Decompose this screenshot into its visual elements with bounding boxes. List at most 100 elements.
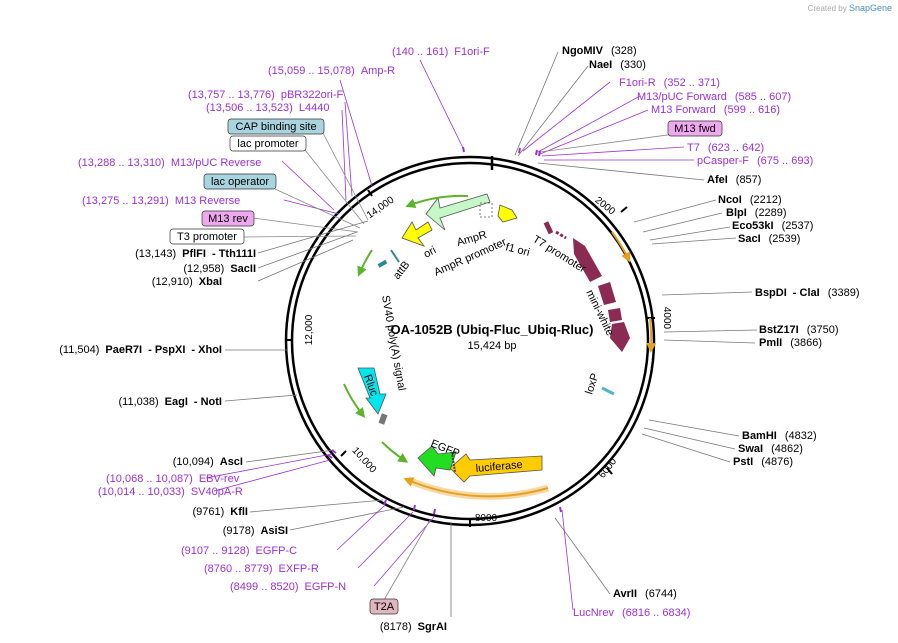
ampr-promoter-box	[479, 202, 493, 218]
ampr-arrow[interactable]	[425, 193, 491, 231]
plasmid-length: 15,424 bp	[468, 340, 517, 352]
feature-label-f1-ori: f1 ori	[504, 241, 531, 259]
enzyme-psti[interactable]: PstI(4876)	[733, 456, 793, 468]
primer-t7[interactable]: T7(623 .. 642)	[687, 142, 764, 154]
boxed-features: CAP binding site lac promoter lac operat…	[169, 118, 723, 615]
attb-marker	[377, 259, 388, 268]
feature-label-attb: attB	[391, 259, 413, 282]
egfp-arrow[interactable]	[417, 445, 457, 477]
box-lac-promoter[interactable]	[229, 135, 307, 152]
primer-l4440[interactable]: (13,506 .. 13,523)L4440	[206, 102, 329, 114]
primer-f1ori-f[interactable]: (140 .. 161)F1ori-F	[392, 46, 490, 58]
enzyme-asisi[interactable]: (9178)AsiSI	[223, 525, 288, 537]
box-lac-operator[interactable]	[203, 173, 277, 190]
mini-white-segment-2[interactable]	[598, 282, 616, 305]
rluc-end-marker	[378, 413, 388, 425]
primer-exfp-r[interactable]: (8760 .. 8779)EXFP-R	[204, 563, 319, 575]
box-m13-rev-label: M13 rev	[208, 213, 248, 225]
mini-white-segment-1[interactable]	[573, 238, 602, 282]
feature-label-luciferase: luciferase	[475, 459, 523, 475]
enzyme-sgrai[interactable]: (8178)SgrAI	[380, 621, 447, 633]
orf-arrow-left-4	[381, 441, 409, 463]
enzyme-paer7i-pspxi-xhoi[interactable]: (11,504)PaeR7I- PspXI- XhoI	[59, 344, 222, 356]
primer-leaders	[205, 59, 694, 611]
box-lac-operator-label: lac operator	[211, 176, 269, 188]
enzyme-pmli[interactable]: PmlI(3866)	[759, 337, 822, 349]
feature-label-rluc: Rluc	[361, 373, 380, 398]
enzyme-saci[interactable]: SacI(2539)	[738, 233, 800, 245]
plasmid-name: OA-1052B (Ubiq-Fluc_Ubiq-Rluc)	[391, 322, 594, 337]
primer-marks	[327, 146, 562, 515]
enzyme-eco53ki[interactable]: Eco53kI(2537)	[732, 220, 813, 232]
t2a-marker	[451, 451, 456, 473]
enzyme-kfli[interactable]: (9761)KflI	[192, 506, 248, 518]
feature-label-sv40: SV40 poly(A) signal	[379, 294, 408, 391]
box-cap-binding-site-label: CAP binding site	[235, 121, 316, 133]
loxp-marker	[601, 386, 615, 396]
f1-ori-arrow[interactable]	[497, 204, 518, 223]
enzyme-avrii[interactable]: AvrII(6744)	[613, 588, 677, 600]
ori-arrow[interactable]	[401, 221, 433, 247]
tick-label-14000: 14,000	[365, 194, 397, 221]
rluc-arrow[interactable]	[357, 367, 387, 415]
snapgene-logo: SnapGene	[848, 3, 892, 13]
orf-arrow-right-2	[646, 317, 657, 353]
tick-label-6000: 6000	[597, 456, 620, 481]
primer-f1ori-r[interactable]: F1ori-R(352 .. 371)	[619, 77, 720, 89]
orf-arrow-bottom-line	[403, 477, 549, 498]
primer-ebv-rev[interactable]: (10,068 .. 10,087)EBV-rev	[106, 473, 240, 485]
primer-egfp-n[interactable]: (8499 .. 8520)EGFP-N	[230, 581, 346, 593]
primer-pcasper-f[interactable]: pCasper-F(675 .. 693)	[697, 155, 813, 167]
enzyme-swai[interactable]: SwaI(4862)	[738, 443, 803, 455]
box-t2a-label: T2A	[374, 601, 395, 613]
enzyme-bspdi-clai[interactable]: BspDI- ClaI(3389)	[755, 287, 860, 299]
tick-label-10000: 10,000	[350, 445, 379, 475]
box-m13-rev[interactable]	[201, 210, 255, 227]
tick-label-8000: 8000	[475, 513, 498, 524]
enzyme-blpi[interactable]: BlpI(2289)	[726, 207, 787, 219]
primer-lucnrev[interactable]: LucNrev(6816 .. 6834)	[573, 607, 690, 619]
mini-white-segment-3[interactable]	[608, 308, 622, 322]
enzyme-afei[interactable]: AfeI(857)	[707, 174, 761, 186]
enzyme-asci[interactable]: (10,094)AscI	[173, 456, 243, 468]
t7-promoter-dash	[555, 230, 567, 240]
enzyme-eagi-noti[interactable]: (11,038)EagI- NotI	[118, 396, 222, 408]
primer-amp-r[interactable]: (15,059 .. 15,078)Amp-R	[268, 65, 395, 77]
feature-label-loxp: loxP	[583, 372, 601, 396]
box-cap-binding-site[interactable]	[227, 118, 325, 135]
primer-m13puc-forward[interactable]: M13/pUC Forward(585 .. 607)	[637, 91, 791, 103]
enzyme-pflfi-tth111i[interactable]: (13,143)PflFI- Tth111I	[135, 248, 256, 260]
box-t2a[interactable]	[369, 598, 399, 615]
primer-egfp-c[interactable]: (9107 .. 9128)EGFP-C	[181, 545, 297, 557]
t7-promoter-marker	[543, 221, 554, 235]
enzyme-xbai[interactable]: (12,910)XbaI	[152, 276, 222, 288]
enzyme-sacii[interactable]: (12,958)SacII	[183, 263, 256, 275]
enzyme-ngomiv[interactable]: NgoMIV(328)	[562, 45, 637, 57]
box-lac-promoter-label: lac promoter	[237, 138, 298, 150]
primer-m13-reverse[interactable]: (13,275 .. 13,291)M13 Reverse	[82, 195, 240, 207]
orf-arrow-left-3	[343, 383, 366, 418]
box-m13-fwd-label: M13 fwd	[674, 123, 716, 135]
tick-label-12000: 12,000	[304, 314, 315, 345]
snapgene-credit: Created by SnapGene	[807, 3, 892, 13]
tick-label-4000: 4000	[661, 307, 672, 330]
box-t3-promoter-label: T3 promoter	[177, 231, 237, 243]
enzyme-bstz17i[interactable]: BstZ17I(3750)	[759, 324, 839, 336]
enzyme-ncoi[interactable]: NcoI(2212)	[718, 194, 782, 206]
primer-m13puc-reverse[interactable]: (13,288 .. 13,310)M13/pUC Reverse	[78, 157, 261, 169]
primer-sv40pa-r[interactable]: (10,014 .. 10,033)SV40pA-R	[98, 486, 243, 498]
enzyme-naei[interactable]: NaeI(330)	[589, 59, 646, 71]
orf-arrow-left-2	[357, 249, 373, 277]
tick-marks	[285, 189, 655, 527]
luciferase-arrow[interactable]	[449, 453, 543, 483]
orf-arrow-left-1	[405, 194, 469, 208]
enzyme-bamhi[interactable]: BamHI(4832)	[742, 430, 817, 442]
orf-arrow-right-1	[611, 231, 631, 263]
mini-white-arrow[interactable]	[610, 322, 630, 352]
primer-pbr322ori-f[interactable]: (13,757 .. 13,776)pBR322ori-F	[188, 89, 343, 101]
box-t3-promoter[interactable]	[169, 228, 245, 245]
box-m13-fwd[interactable]	[667, 120, 723, 137]
primer-m13-forward[interactable]: M13 Forward(599 .. 616)	[651, 104, 780, 116]
leader-lines	[224, 51, 758, 617]
